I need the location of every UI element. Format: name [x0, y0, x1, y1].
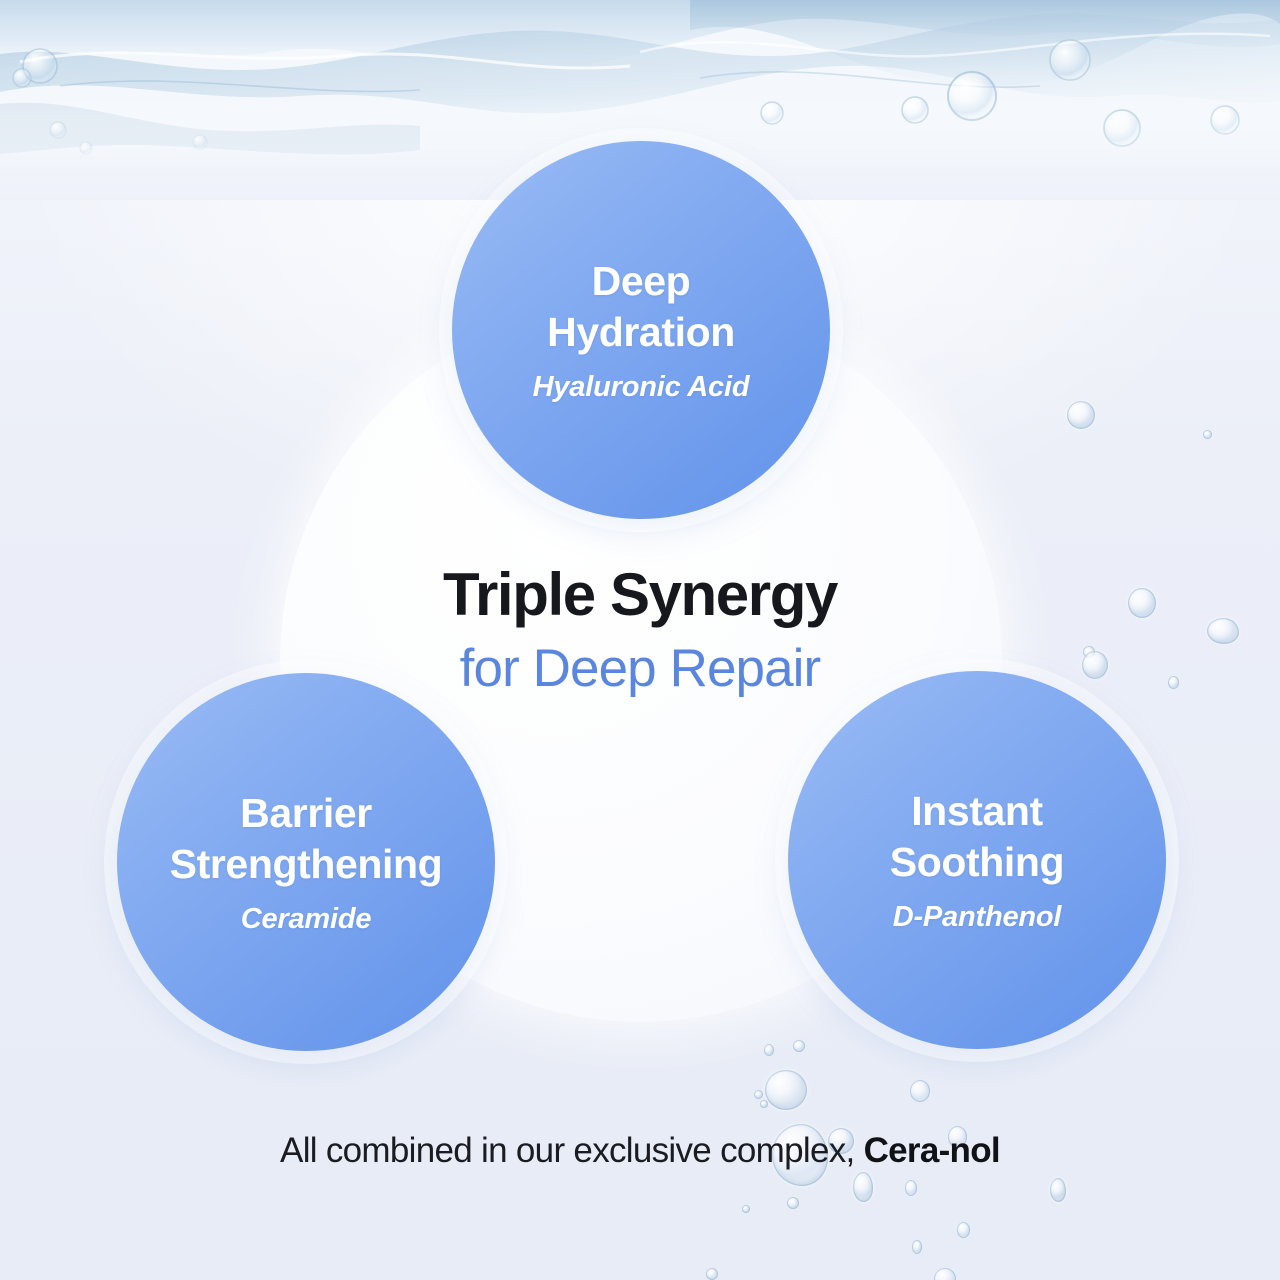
- bubble: [1050, 1178, 1066, 1202]
- bubble: [772, 1124, 828, 1186]
- water-splash-image: [0, 0, 1280, 200]
- node-instant-soothing[interactable]: Instant Soothing D-Panthenol: [788, 671, 1166, 1049]
- node-title: Barrier Strengthening: [169, 789, 443, 887]
- bubble: [934, 1268, 956, 1280]
- node-title: Deep Hydration: [547, 257, 735, 355]
- bubble: [1128, 588, 1156, 618]
- node-deep-hydration[interactable]: Deep Hydration Hyaluronic Acid: [452, 141, 830, 519]
- bubble: [706, 1268, 718, 1280]
- bubble: [787, 1197, 799, 1209]
- bubble: [1207, 618, 1239, 644]
- bubble: [760, 1100, 768, 1108]
- bubble: [742, 1205, 750, 1213]
- bubble: [765, 1070, 807, 1110]
- node-ingredient: Hyaluronic Acid: [532, 371, 750, 404]
- brand-name: Cera-nol: [863, 1131, 1001, 1170]
- bubble: [905, 1180, 917, 1196]
- bubble: [754, 1090, 763, 1099]
- node-ingredient: D-Panthenol: [892, 901, 1062, 934]
- node-ingredient: Ceramide: [240, 903, 372, 936]
- node-barrier-strengthening[interactable]: Barrier Strengthening Ceramide: [117, 673, 495, 1051]
- node-title: Instant Soothing: [889, 787, 1065, 885]
- caption-lead: All combined in our exclusive complex,: [280, 1131, 864, 1170]
- footer-caption: All combined in our exclusive complex, C…: [0, 1131, 1280, 1171]
- bubble: [912, 1240, 922, 1254]
- bubble: [828, 1128, 854, 1154]
- bubble: [1082, 651, 1108, 679]
- bubble: [853, 1172, 873, 1202]
- bubble: [793, 1040, 805, 1052]
- bubble: [1067, 401, 1095, 429]
- bubble: [1203, 430, 1212, 439]
- bubble: [948, 1126, 967, 1148]
- water-splash-lobe-right: [690, 0, 1280, 87]
- bubble: [910, 1080, 930, 1102]
- bubble: [764, 1044, 774, 1056]
- bubble: [1168, 676, 1179, 689]
- bubble: [957, 1222, 970, 1238]
